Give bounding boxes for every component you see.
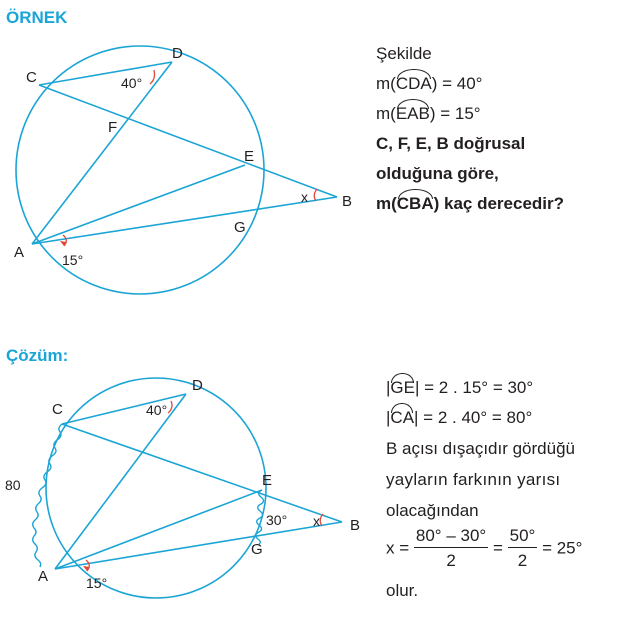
- arc-eab: EAB: [395, 99, 430, 123]
- line-cb: [38, 84, 338, 198]
- label-c: C: [26, 69, 37, 86]
- label-b-2: B: [350, 517, 360, 534]
- solution-circle: [45, 377, 267, 599]
- label-angle-eab-2: 15°: [86, 575, 107, 591]
- angle-mark-cda-2: [167, 400, 173, 414]
- line-ab: [31, 196, 338, 245]
- label-angle-cda-2: 40°: [146, 402, 167, 418]
- solution-line-3: B açısı dışaçıdır gördüğü: [386, 439, 575, 458]
- label-e: E: [244, 148, 254, 165]
- label-g: G: [234, 219, 246, 236]
- angle-mark-b-2: [319, 513, 324, 527]
- chord-cd: [38, 61, 173, 86]
- example-line-3: m(EAB) = 15°: [376, 99, 481, 123]
- solution-last-line: olur.: [386, 581, 419, 600]
- example-line-6: m(CBA) kaç derecedir?: [376, 189, 565, 213]
- fraction-2: 50° 2: [507, 526, 538, 570]
- arc-cda: CDA: [395, 69, 432, 93]
- arrow-eab-2: [83, 566, 90, 571]
- wavy-arc-ca: [32, 423, 63, 568]
- arrow-eab: [60, 241, 67, 246]
- label-f: F: [108, 119, 117, 136]
- label-a: A: [14, 244, 24, 261]
- example-line-1: Şekilde: [376, 44, 432, 64]
- label-x-2: x: [313, 513, 320, 529]
- line-ae: [31, 164, 246, 245]
- line-ae-2: [54, 489, 263, 570]
- line-ad: [31, 61, 173, 245]
- arc-ca-text: CA: [390, 403, 415, 427]
- line-ad-2: [54, 393, 187, 570]
- label-d-2: D: [192, 377, 203, 394]
- arc-ge-text: GE: [390, 373, 415, 397]
- label-x: x: [301, 189, 308, 205]
- solution-line-2: |CA| = 2 . 40° = 80°: [386, 403, 533, 427]
- angle-mark-b: [313, 188, 318, 202]
- arc-cba: CBA: [396, 189, 434, 213]
- example-heading: ÖRNEK: [6, 8, 68, 27]
- label-arc-ca: 80: [5, 477, 21, 493]
- angle-mark-cda: [149, 69, 156, 85]
- example-line-5: olduğuna göre,: [376, 164, 499, 183]
- line-ab-2: [54, 521, 343, 570]
- fraction-1: 80° – 30° 2: [413, 526, 489, 570]
- label-angle-eab: 15°: [62, 252, 83, 268]
- solution-line-4: yayların farkının yarısı: [386, 470, 561, 489]
- example-line-4: C, F, E, B doğrusal: [376, 134, 526, 153]
- example-figure: D C F E B G A x 40° 15°: [14, 45, 352, 295]
- solution-line-1: |GE| = 2 . 15° = 30°: [386, 373, 534, 397]
- label-c-2: C: [52, 401, 63, 418]
- chord-cd-2: [61, 393, 187, 425]
- solution-heading: Çözüm:: [6, 346, 69, 365]
- example-line-2: m(CDA) = 40°: [376, 69, 483, 93]
- label-angle-cda: 40°: [121, 75, 142, 91]
- solution-figure: D C E B G A x 40° 15° 30° 80: [5, 377, 360, 599]
- label-arc-ge: 30°: [266, 512, 287, 528]
- label-d: D: [172, 45, 183, 62]
- solution-fraction-line: x = 80° – 30° 2 = 50° 2 = 25°: [386, 526, 583, 570]
- line-cb-2: [61, 423, 343, 523]
- label-a-2: A: [38, 568, 48, 585]
- label-g-2: G: [251, 541, 263, 558]
- label-b: B: [342, 193, 352, 210]
- text-sekilde: Şekilde: [376, 44, 432, 63]
- label-e-2: E: [262, 472, 272, 489]
- solution-line-5: olacağından: [386, 501, 479, 520]
